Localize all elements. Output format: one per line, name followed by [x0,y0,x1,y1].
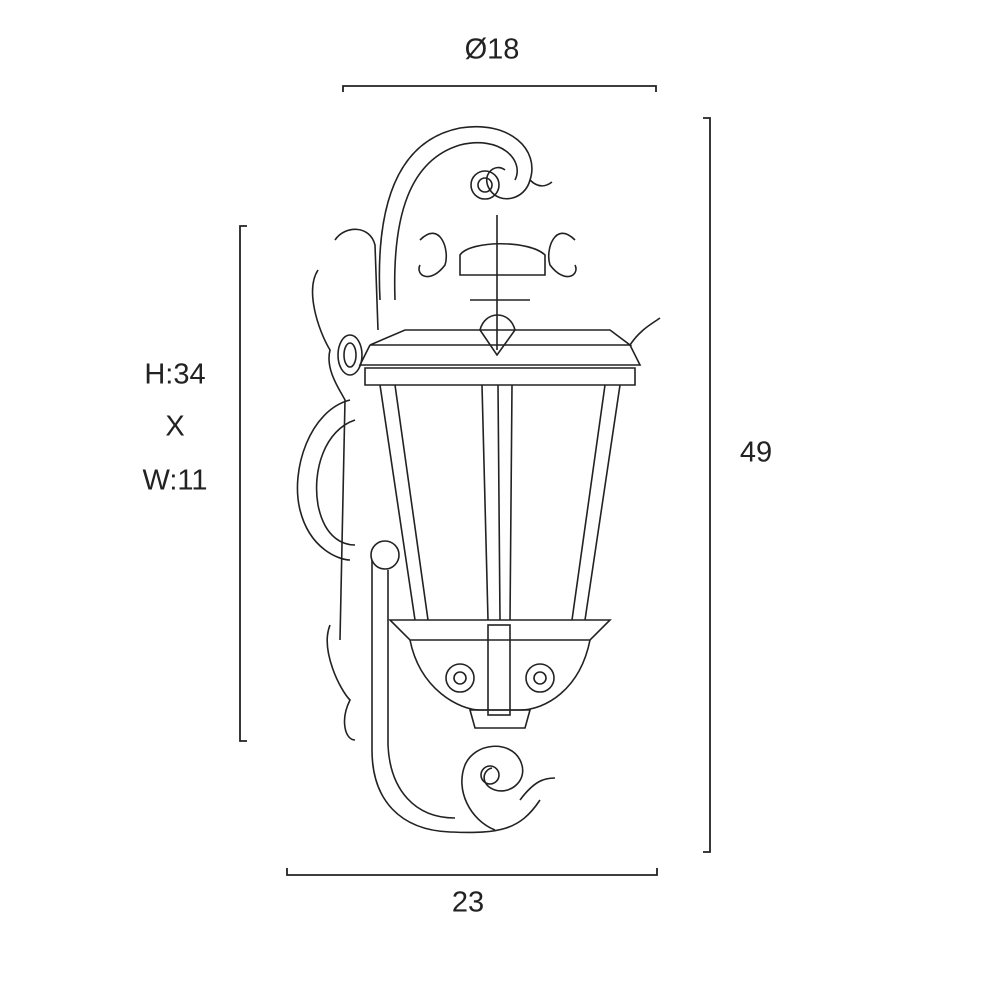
bottom-width-label: 23 [451,886,485,919]
top-diameter-label: Ø18 [464,33,520,66]
dimension-line-left [239,225,247,742]
total-height-label: 49 [739,436,773,469]
dimension-line-top [342,85,657,92]
wall-lantern-illustration [296,125,661,834]
backplate-width-label: W:11 [142,464,208,497]
backplate-separator-label: X [165,410,185,443]
dimension-line-right [703,117,711,853]
backplate-height-label: H:34 [144,358,206,391]
dimension-line-bottom [286,868,658,876]
